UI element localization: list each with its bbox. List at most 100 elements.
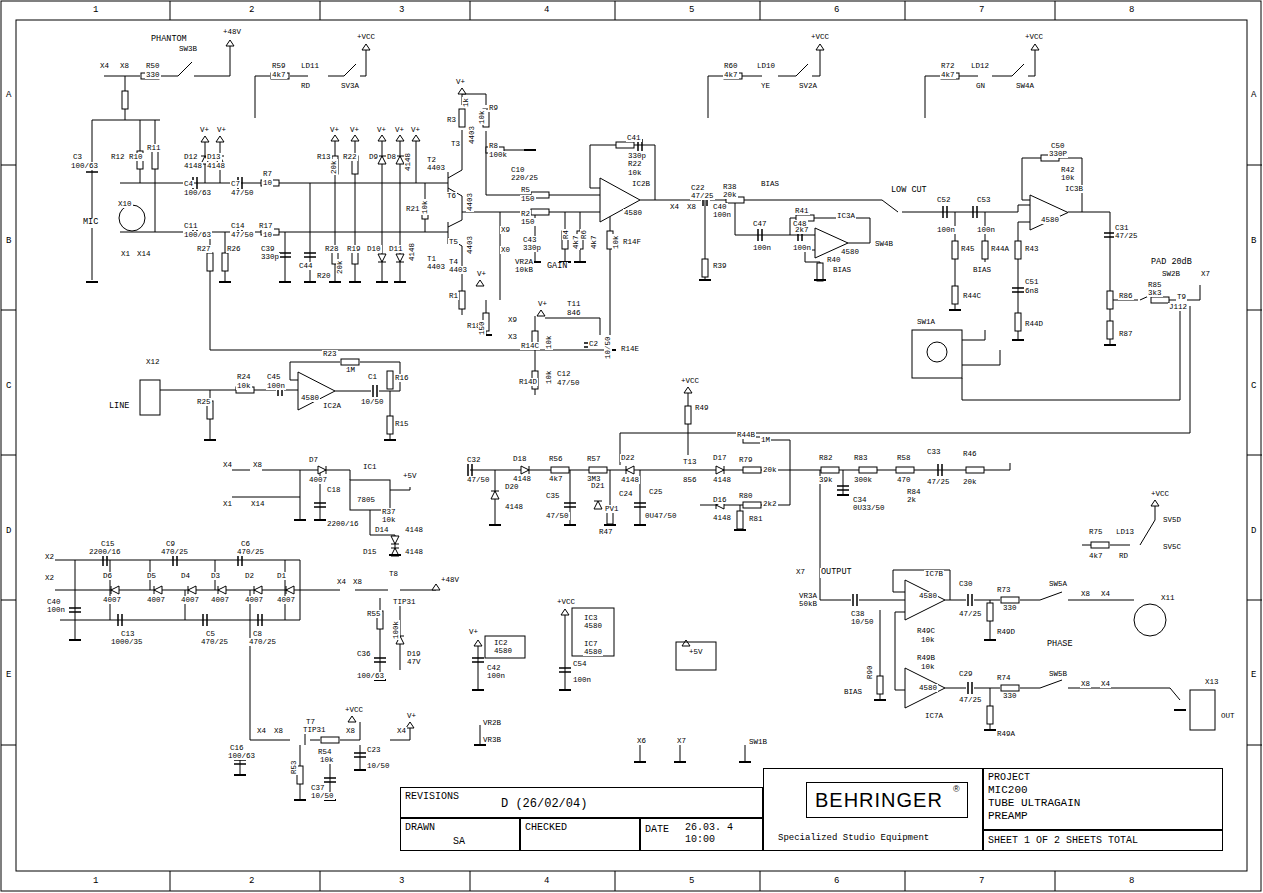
component-label: 10k (236, 382, 252, 390)
component-label: R87 (1118, 330, 1134, 338)
component-label: V+ (410, 126, 421, 134)
component-outline (350, 480, 390, 510)
grid-tick (1055, 1, 1056, 20)
component-label: 4k7 (723, 71, 739, 79)
component-label: 4580 (583, 648, 603, 656)
supply-symbol (348, 716, 356, 722)
component-label: 470/25 (160, 548, 189, 556)
resistor-symbol (459, 109, 465, 127)
component-label: +5V (688, 648, 704, 656)
supply-symbol (432, 584, 440, 590)
wire (680, 745, 681, 762)
diode-symbol (378, 156, 386, 164)
component-label: 50kB (798, 600, 818, 608)
resistor-symbol (1107, 291, 1113, 309)
component-label: 10k (421, 199, 429, 215)
wire (390, 487, 410, 490)
component-label: +5V (402, 472, 418, 480)
component-label: VR3A (798, 592, 818, 600)
component-label: 10 (262, 179, 273, 187)
resistor-symbol (952, 286, 958, 304)
component-label: 4148 (712, 476, 732, 484)
component-label: 4148 (404, 548, 424, 556)
component-label: 330 (1002, 604, 1018, 612)
capacitor-symbol (968, 682, 972, 694)
component-label: R22 (342, 153, 358, 161)
component-label: 4k7 (271, 71, 287, 79)
resistor-symbol (1001, 597, 1019, 603)
wire (1068, 212, 1110, 345)
resistor-symbol (1001, 685, 1019, 691)
supply-symbol (226, 40, 234, 46)
component-label: 6n8 (1024, 287, 1040, 295)
component-label: R82 (818, 454, 834, 462)
resistor-symbol (531, 209, 549, 215)
wire (448, 172, 449, 194)
diode-symbol (521, 466, 529, 474)
diode-symbol (111, 586, 119, 594)
component-label: 100/63 (183, 231, 212, 239)
component-label: 100n (46, 606, 66, 614)
component-label: C12 (556, 370, 572, 378)
component-label: 4580 (493, 647, 513, 655)
component-label: C40 (712, 203, 728, 211)
grid-reference: 2 (248, 876, 255, 886)
component-label: 10k (478, 109, 486, 125)
component-label: 4403 (448, 266, 468, 274)
wire (448, 130, 462, 178)
component-label: 20k (336, 259, 344, 275)
component-label: 4007 (146, 596, 166, 604)
resistor-symbol (685, 406, 691, 424)
component-label: R16 (394, 374, 410, 382)
grid-tick (1, 745, 16, 746)
component-label: C13 (120, 630, 136, 638)
component-label: D4 (180, 572, 191, 580)
component-label: LD13 (1115, 528, 1135, 536)
supply-symbol (331, 135, 339, 141)
grid-reference: B (1250, 236, 1257, 246)
supply-symbol (1151, 500, 1159, 506)
diode-symbol (491, 491, 499, 499)
capacitor-symbol (304, 253, 316, 257)
component-label: D15 (362, 548, 378, 556)
component-label: SW2B (1161, 270, 1181, 278)
component-label: SW5B (1048, 670, 1068, 678)
component-label: 0U47/50 (644, 512, 678, 520)
component-label: R40 (826, 256, 842, 264)
component-label: SW1B (748, 738, 768, 746)
resistor-symbol (321, 737, 339, 743)
grid-reference: 5 (688, 5, 695, 15)
diode-symbol (594, 501, 602, 509)
component-label: 10k (381, 516, 397, 524)
capacitor-symbol (314, 503, 326, 507)
grid-tick (1247, 745, 1262, 746)
component-label: 20k (330, 159, 338, 175)
wire (545, 318, 600, 335)
component-label: 4k7 (1088, 552, 1104, 560)
component-label: C24 (618, 490, 634, 498)
supply-symbol (684, 387, 692, 393)
wire (640, 745, 641, 762)
component-outline (485, 636, 525, 658)
grid-reference: 6 (833, 5, 840, 15)
diode-symbol (218, 586, 226, 594)
wire (1020, 688, 1040, 689)
wire (870, 200, 882, 201)
component-label: X4 (99, 62, 110, 70)
supply-symbol (682, 640, 690, 646)
component-label: GN (975, 82, 986, 90)
component-label: R59 (271, 62, 287, 70)
component-label: R45 (960, 245, 976, 253)
wire (1140, 506, 1155, 545)
component-label: R41 (794, 207, 810, 215)
ground-symbol (86, 281, 98, 283)
component-label: +48V (440, 576, 460, 584)
title-block-cell: CHECKED (520, 818, 640, 851)
component-label: VR2A (514, 258, 534, 266)
logo-box: BEHRINGER® (806, 782, 968, 818)
supply-symbol (216, 136, 224, 142)
grid-reference: D (1250, 526, 1257, 536)
grid-reference: 7 (978, 5, 985, 15)
component-label: C52 (936, 196, 952, 204)
wire (430, 183, 448, 184)
